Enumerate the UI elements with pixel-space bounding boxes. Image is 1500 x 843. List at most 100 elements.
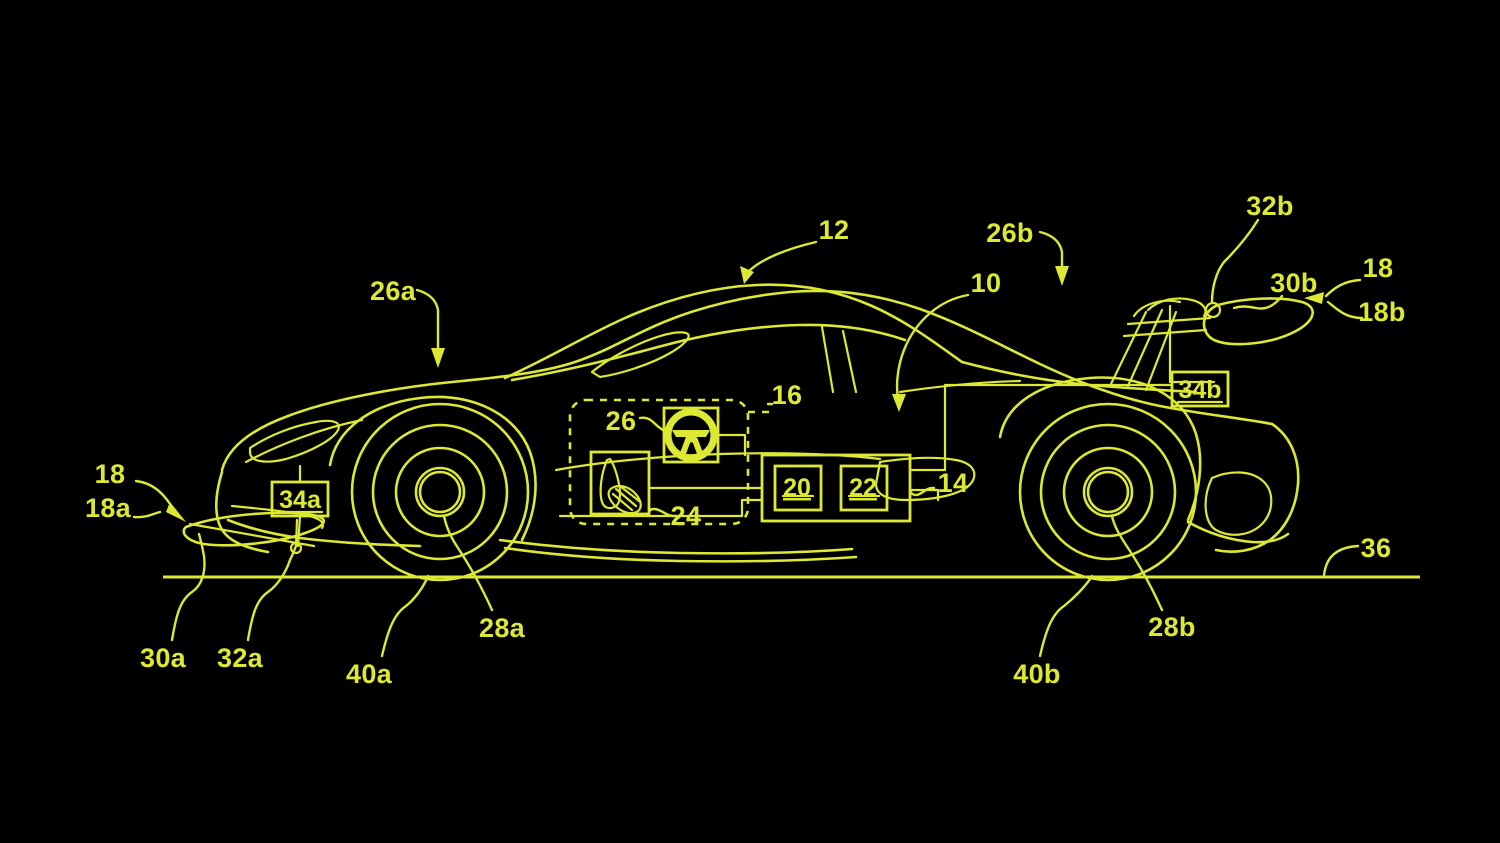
cockpit-group-box bbox=[568, 398, 772, 526]
wing-support-cap bbox=[1146, 297, 1207, 318]
b-pillar-front bbox=[820, 325, 835, 394]
label-rear-arrow: 26b bbox=[986, 218, 1033, 248]
rear-tire-inner bbox=[1039, 423, 1177, 561]
glass-lower-edge bbox=[510, 323, 907, 382]
rear-rim bbox=[1062, 446, 1154, 538]
leader-30b-line bbox=[1232, 294, 1284, 310]
leader-34a-line bbox=[296, 514, 302, 548]
wing-support-cap2 bbox=[1132, 299, 1182, 318]
rear-aero-element-group bbox=[1108, 297, 1314, 392]
leader-26 bbox=[638, 416, 666, 434]
rear-wing-blade bbox=[1202, 297, 1314, 346]
label-front-wheel: 28a bbox=[479, 613, 526, 643]
rear-tail-edge bbox=[1214, 422, 1300, 553]
label-vehicle-body: 10 bbox=[971, 268, 1002, 298]
nose-front-edge bbox=[215, 470, 270, 554]
front-lower-body bbox=[226, 518, 422, 548]
front-hub bbox=[414, 466, 466, 518]
label-front-pivot: 32a bbox=[217, 643, 264, 673]
side-intake bbox=[874, 456, 976, 502]
label-front-arrow: 26a bbox=[370, 276, 417, 306]
rocker-panel bbox=[503, 546, 858, 563]
seat-pedal-icon-group bbox=[589, 450, 651, 516]
steering-wheel-icon-spoke-right bbox=[692, 437, 704, 459]
leader-30a bbox=[170, 532, 206, 642]
rear-hub bbox=[1082, 466, 1134, 518]
leader-36-line bbox=[1322, 544, 1360, 579]
front-rim bbox=[394, 446, 486, 538]
leader-32b bbox=[1210, 218, 1260, 304]
leader-26b bbox=[1038, 230, 1069, 286]
leader-32b-line bbox=[1210, 218, 1260, 304]
signal-wiring-group bbox=[298, 383, 1174, 518]
wing-bracket-cross2 bbox=[1122, 328, 1208, 338]
label-steering-wheel: 26 bbox=[606, 406, 637, 436]
leader-14 bbox=[908, 486, 936, 497]
leader-32a bbox=[246, 544, 298, 642]
steering-wheel-icon-group bbox=[662, 406, 720, 464]
quarter-window bbox=[590, 331, 690, 379]
label-controller: 14 bbox=[938, 468, 969, 498]
roof-line bbox=[503, 283, 964, 380]
label-rear-wheel: 28b bbox=[1148, 612, 1195, 642]
leader-28b-line bbox=[1110, 514, 1164, 612]
leader-10-arrowhead bbox=[892, 394, 906, 412]
front-splitter-chord bbox=[188, 522, 316, 548]
leader-40b-line bbox=[1038, 574, 1094, 658]
leader-26a bbox=[415, 288, 445, 368]
leader-18a-arrowhead bbox=[166, 502, 186, 522]
leader-40a bbox=[380, 574, 430, 658]
leader-12-arrowhead bbox=[740, 266, 754, 284]
leader-14-line bbox=[908, 486, 936, 497]
leader-34a bbox=[296, 514, 302, 548]
label-rear-actuator: 34b bbox=[1178, 376, 1221, 404]
label-aero-element-rear: 18 bbox=[1363, 253, 1394, 283]
leader-30a-line bbox=[170, 532, 206, 642]
wire-controller-rear-lower bbox=[908, 488, 940, 502]
leader-40b bbox=[1038, 574, 1094, 658]
rear-diffuser bbox=[1204, 471, 1273, 536]
label-rear-tire-contact: 40b bbox=[1013, 659, 1060, 689]
rocker-panel-inner bbox=[498, 538, 854, 555]
pedal-hatch-3 bbox=[618, 484, 641, 503]
hood-crease bbox=[244, 418, 364, 464]
label-rear-surface: 30b bbox=[1270, 268, 1317, 298]
rear-hub-inner bbox=[1086, 470, 1130, 514]
label-front-surface: 30a bbox=[140, 643, 187, 673]
rear-tire-outer bbox=[1018, 402, 1198, 582]
front-wheel-arch bbox=[328, 395, 537, 542]
steering-wheel-icon-spoke-left bbox=[679, 437, 691, 459]
steering-wheel-icon-rim bbox=[664, 408, 718, 462]
front-wheel-group bbox=[350, 402, 530, 582]
cockpit-dashed-boundary bbox=[568, 398, 750, 526]
leader-10 bbox=[892, 293, 970, 412]
leader-26a-arrowhead bbox=[431, 348, 445, 368]
front-hub-inner bbox=[418, 470, 462, 514]
wire-steering-to-controller bbox=[716, 433, 747, 457]
leader-18a bbox=[132, 479, 186, 522]
front-splitter-blade bbox=[182, 511, 326, 547]
label-front-tire-contact: 40a bbox=[346, 659, 393, 689]
leader-28a bbox=[442, 514, 494, 612]
label-rear-pivot: 32b bbox=[1246, 191, 1293, 221]
rear-interior-line bbox=[898, 379, 1022, 394]
rear-wheel-group bbox=[1018, 402, 1198, 582]
leader-18a-line bbox=[132, 510, 162, 519]
leader-24-line bbox=[647, 507, 678, 518]
leader-24 bbox=[647, 507, 678, 518]
rear-actuator-box-group bbox=[1170, 370, 1230, 408]
leader-28a-line bbox=[442, 514, 494, 612]
leader-12-line bbox=[746, 240, 818, 274]
label-roof: 12 bbox=[819, 215, 850, 245]
wing-bracket-cross bbox=[1126, 316, 1212, 326]
wire-controller-front-seg1 bbox=[558, 498, 764, 518]
front-actuator-linkage bbox=[294, 518, 299, 547]
wing-bracket bbox=[1168, 304, 1216, 384]
leader-18b bbox=[1304, 278, 1364, 320]
wing-upright-1 bbox=[1108, 310, 1148, 388]
module-20-box bbox=[773, 464, 823, 512]
label-pedal-seat: 24 bbox=[671, 501, 702, 531]
front-tire-inner bbox=[371, 423, 509, 561]
